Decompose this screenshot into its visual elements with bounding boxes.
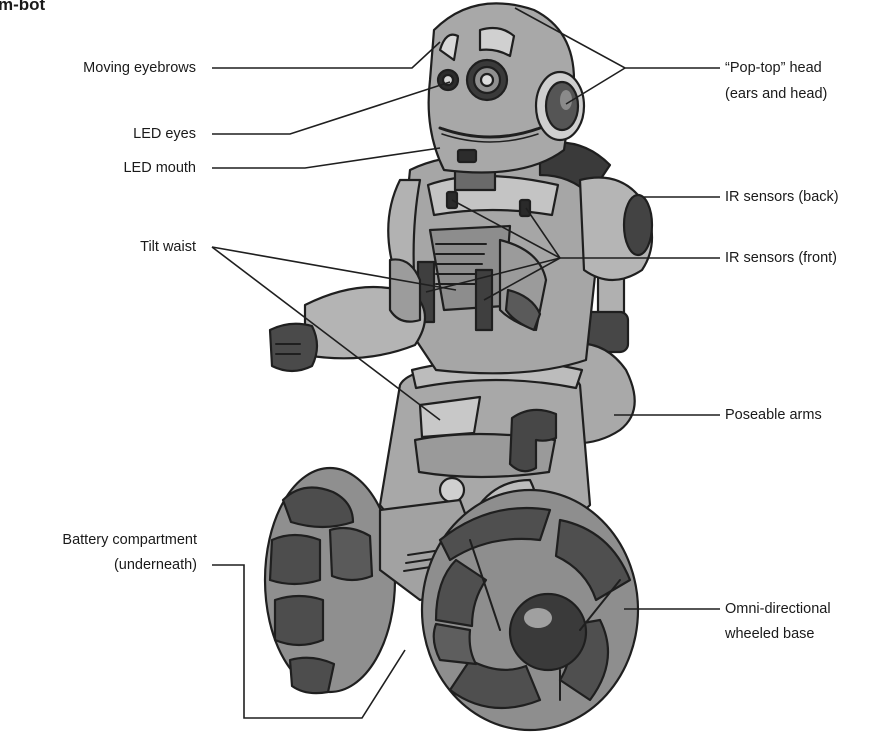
leader-led-eyes: [212, 82, 450, 134]
leader-led-mouth: [212, 148, 440, 168]
head: [429, 3, 584, 172]
right-wheel: [422, 490, 638, 730]
leader-moving-eyebrows: [212, 42, 440, 68]
left-wheel: [265, 468, 395, 693]
left-arm: [270, 180, 425, 371]
right-shoulder: [580, 178, 652, 281]
